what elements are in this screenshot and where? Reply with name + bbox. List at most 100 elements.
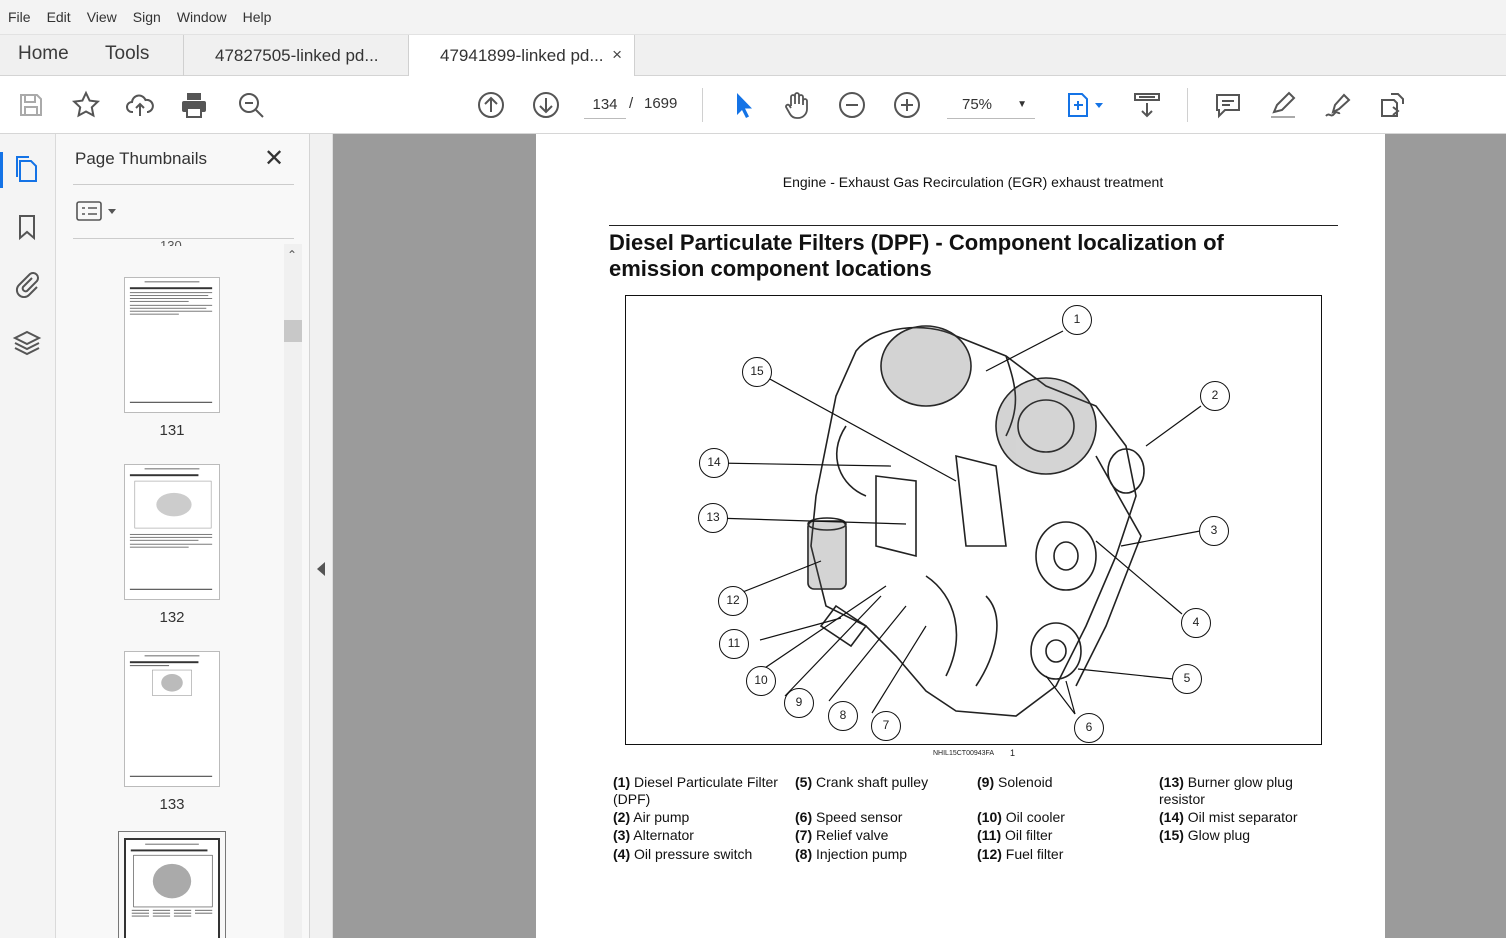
document-viewport[interactable]: Engine - Exhaust Gas Recirculation (EGR)… — [333, 134, 1506, 938]
legend-item: (15) Glow plug — [1159, 827, 1251, 843]
page-title: Diesel Particulate Filters (DPF) - Compo… — [609, 230, 1224, 281]
save-icon[interactable] — [15, 89, 47, 121]
scrollbar-thumb[interactable] — [284, 320, 302, 342]
callout-12: 12 — [718, 586, 748, 616]
share-icon[interactable] — [1376, 89, 1408, 121]
legend-item: (1) Diesel Particulate Filter (DPF) — [613, 774, 778, 807]
callout-label: 4 — [1192, 615, 1200, 629]
page-thumbnails-icon[interactable] — [12, 154, 42, 184]
page-total: 1699 — [644, 95, 678, 112]
menu-window[interactable]: Window — [176, 9, 227, 25]
menu-sign[interactable]: Sign — [132, 9, 161, 25]
callout-9: 9 — [784, 688, 814, 718]
zoom-in-icon[interactable] — [891, 89, 923, 121]
comment-icon[interactable] — [1212, 89, 1244, 121]
bookmark-icon[interactable] — [12, 212, 42, 242]
layers-icon[interactable] — [12, 328, 42, 358]
callout-15: 15 — [742, 357, 772, 387]
callout-label: 14 — [707, 455, 721, 469]
chevron-up-icon[interactable]: ⌃ — [287, 248, 298, 262]
close-icon[interactable]: ✕ — [264, 145, 285, 172]
thumbnail-label-partial: 130 — [160, 240, 182, 246]
callout-14: 14 — [699, 448, 729, 478]
search-zoom-icon[interactable] — [235, 89, 267, 121]
thumbnail-options-menu[interactable] — [76, 200, 120, 222]
panel-collapse-strip[interactable] — [310, 134, 333, 938]
panel-title: Page Thumbnails — [75, 149, 207, 168]
legend-item: (2) Air pump — [613, 809, 690, 825]
callout-13: 13 — [698, 503, 728, 533]
callout-label: 7 — [882, 718, 890, 732]
thumbnail-page-134[interactable] — [124, 838, 220, 938]
cloud-upload-icon[interactable] — [124, 89, 156, 121]
callout-4: 4 — [1181, 608, 1211, 638]
menu-view[interactable]: View — [86, 9, 117, 25]
active-indicator — [0, 152, 3, 188]
left-nav-rail — [0, 134, 56, 938]
menu-bar: File Edit View Sign Window Help — [0, 0, 1506, 34]
callout-label: 6 — [1085, 720, 1093, 734]
callout-3: 3 — [1199, 516, 1229, 546]
document-page: Engine - Exhaust Gas Recirculation (EGR)… — [536, 134, 1385, 938]
callout-label: 10 — [754, 673, 768, 687]
thumbnail-page-131[interactable] — [124, 277, 220, 413]
toolbar-divider — [1187, 88, 1188, 122]
figure-number: 1 — [1010, 748, 1016, 758]
callout-5: 5 — [1172, 664, 1202, 694]
toolbar: 134 / 1699 75% ▼ — [0, 76, 1506, 134]
engine-illustration — [713, 325, 1202, 717]
header-rule — [609, 225, 1338, 226]
arrow-down-circle-icon[interactable] — [530, 89, 562, 121]
fit-page-icon[interactable] — [1062, 89, 1094, 121]
menu-edit[interactable]: Edit — [46, 9, 71, 25]
tab-document-1[interactable]: 47827505-linked pd... — [183, 35, 409, 76]
callout-label: 11 — [727, 636, 741, 650]
tab-document-2[interactable]: 47941899-linked pd... × — [409, 35, 635, 77]
callout-label: 15 — [750, 364, 764, 378]
pen-icon[interactable] — [1267, 89, 1299, 121]
legend-item: (7) Relief valve — [795, 827, 889, 843]
thumbnail-label: 133 — [159, 796, 185, 813]
tab-tools[interactable]: Tools — [105, 43, 150, 64]
tab-document-1-label: 47827505-linked pd... — [215, 45, 379, 65]
thumbnail-label: 132 — [159, 609, 185, 626]
tab-close-icon[interactable]: × — [612, 45, 622, 64]
legend-item: (6) Speed sensor — [795, 809, 903, 825]
thumbnail-page-132[interactable] — [124, 464, 220, 600]
thumbnail-label: 131 — [159, 422, 185, 439]
sign-icon[interactable] — [1322, 89, 1354, 121]
collapse-arrow-icon[interactable] — [317, 562, 325, 576]
zoom-select[interactable]: 75% ▼ — [947, 91, 1035, 119]
callout-label: 3 — [1210, 523, 1218, 537]
callout-label: 9 — [795, 695, 803, 709]
paperclip-icon[interactable] — [12, 268, 42, 299]
thumbnail-scrollbar[interactable]: ⌃ — [284, 244, 302, 938]
star-icon[interactable] — [70, 89, 102, 121]
legend-item: (10) Oil cooler — [977, 809, 1065, 825]
engine-figure: 1 2 3 4 5 6 7 8 9 10 11 12 13 14 15 — [625, 295, 1322, 745]
page-header: Engine - Exhaust Gas Recirculation (EGR)… — [782, 174, 1164, 190]
thumbnail-page-133[interactable] — [124, 651, 220, 787]
arrow-up-circle-icon[interactable] — [475, 89, 507, 121]
page-number-input[interactable]: 134 — [584, 91, 626, 119]
menu-help[interactable]: Help — [242, 9, 272, 25]
legend-item: (3) Alternator — [613, 827, 694, 843]
hand-icon[interactable] — [781, 89, 813, 121]
divider — [73, 184, 294, 185]
zoom-out-icon[interactable] — [836, 89, 868, 121]
callout-label: 2 — [1211, 388, 1219, 402]
legend-item: (11) Oil filter — [977, 827, 1053, 843]
thumbnail-list: 130 131 13 — [56, 240, 284, 938]
legend-item: (9) Solenoid — [977, 774, 1053, 790]
tab-home[interactable]: Home — [18, 43, 69, 64]
chevron-down-icon[interactable] — [1092, 89, 1106, 121]
figure-code: NHIL15CT00943FA — [933, 750, 995, 757]
callout-8: 8 — [828, 701, 858, 731]
print-icon[interactable] — [178, 89, 210, 121]
menu-file[interactable]: File — [8, 9, 31, 25]
legend-item: (13) Burner glow plug resistor — [1159, 774, 1293, 807]
scroll-mode-icon[interactable] — [1131, 89, 1163, 121]
callout-11: 11 — [719, 629, 749, 659]
thumbnail-selection — [118, 831, 226, 938]
cursor-icon[interactable] — [727, 89, 759, 121]
